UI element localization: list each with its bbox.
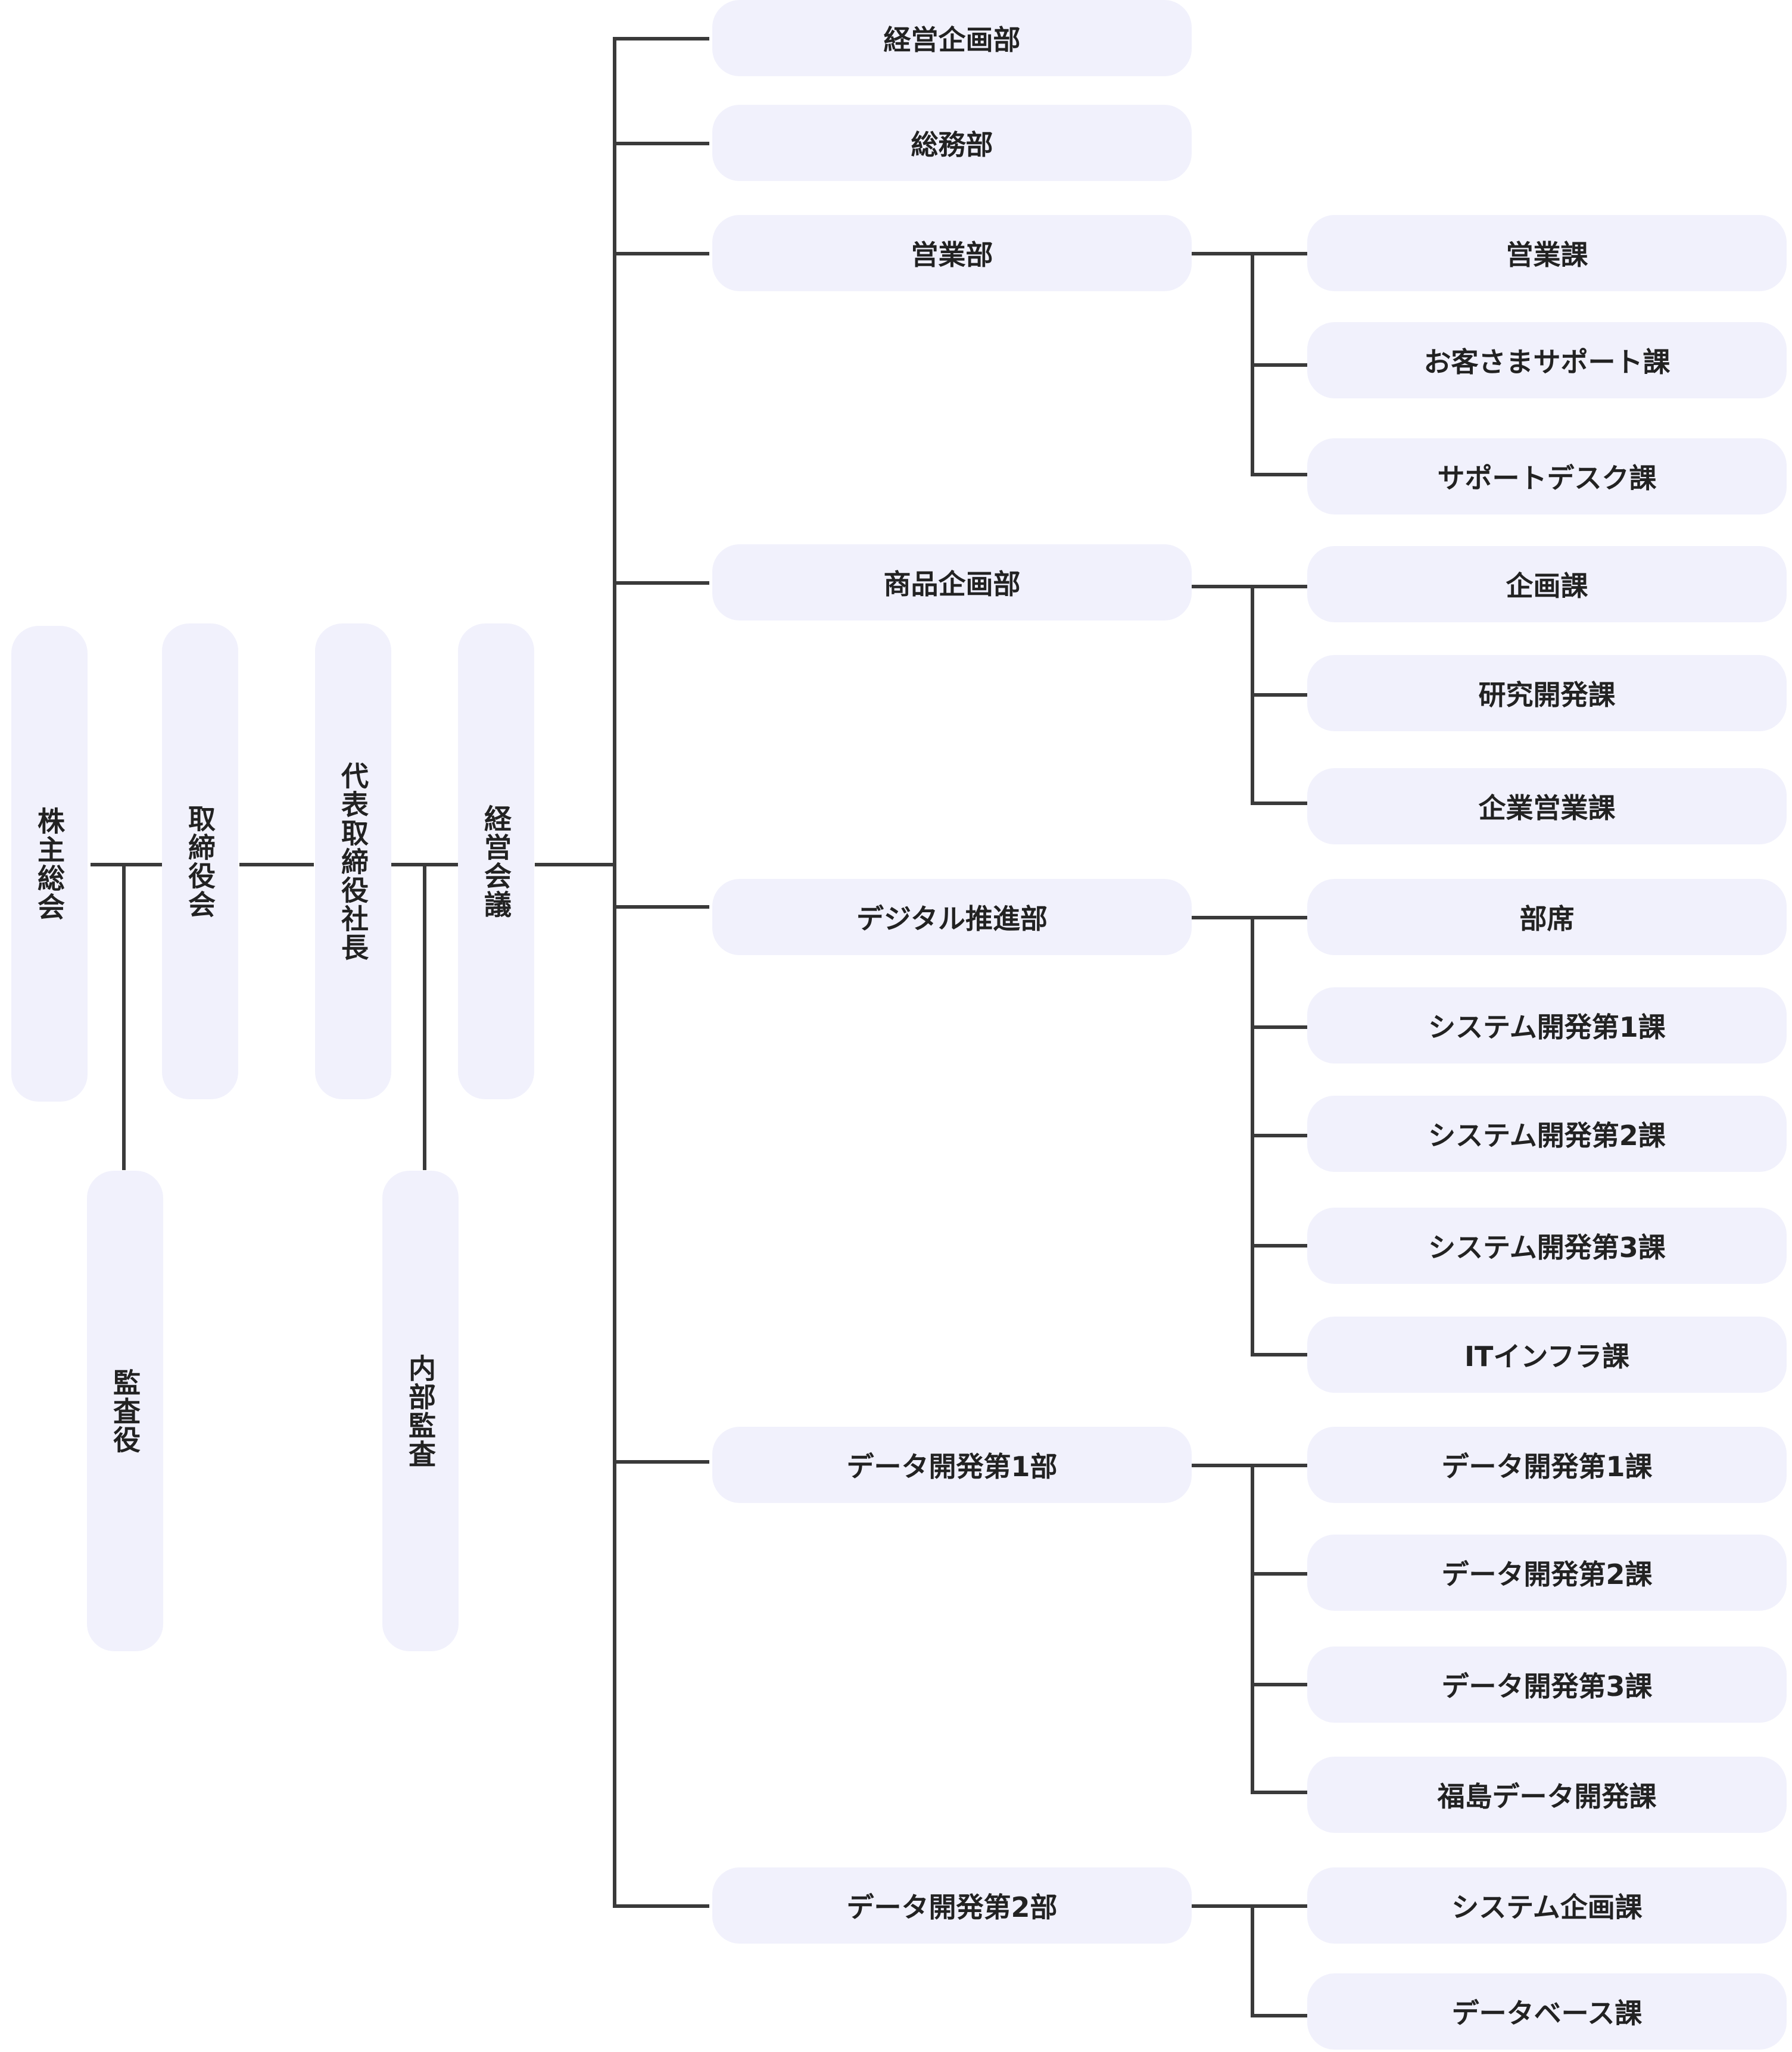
node-label: 株主総会	[33, 806, 66, 921]
connector-line	[1251, 252, 1307, 255]
department-node: 総務部	[712, 105, 1192, 181]
section-label: システム開発第1課	[1428, 1011, 1666, 1043]
section-label: サポートデスク課	[1437, 462, 1657, 494]
connector-line	[1251, 473, 1307, 476]
node-label: 監査役	[109, 1368, 141, 1454]
section-label: 企業営業課	[1478, 792, 1616, 824]
connector-line	[91, 863, 162, 866]
section-node: 企業営業課	[1307, 768, 1787, 844]
department-node: データ開発第2部	[712, 1867, 1192, 1944]
connector-line	[1251, 363, 1307, 367]
node-auditor: 監査役	[87, 1171, 163, 1651]
section-label: 営業課	[1506, 239, 1588, 271]
node-board: 取締役会	[162, 623, 238, 1099]
connector-line	[1251, 1134, 1307, 1137]
section-node: データ開発第1課	[1307, 1427, 1787, 1503]
connector-line	[1192, 585, 1252, 588]
connector-line	[1251, 585, 1307, 588]
connector-line	[613, 581, 709, 585]
section-node: サポートデスク課	[1307, 438, 1787, 514]
section-label: ITインフラ課	[1464, 1340, 1630, 1373]
section-node: お客さまサポート課	[1307, 322, 1787, 398]
section-label: データ開発第3課	[1441, 1670, 1653, 1702]
node-management-meeting: 経営会議	[458, 623, 534, 1099]
node-ceo: 代表取締役社長	[315, 623, 391, 1099]
connector-line	[1251, 693, 1307, 697]
connector-line	[1251, 802, 1307, 805]
connector-line	[1251, 1791, 1307, 1794]
connector-line	[1251, 2014, 1307, 2017]
section-label: 部席	[1519, 903, 1575, 935]
department-label: 営業部	[911, 239, 993, 271]
department-node: デジタル推進部	[712, 879, 1192, 955]
section-node: 部席	[1307, 879, 1787, 955]
section-label: データベース課	[1451, 1997, 1643, 2029]
connector-line	[613, 37, 709, 40]
connector-line	[1251, 1683, 1307, 1686]
node-label: 経営会議	[480, 804, 512, 919]
department-label: デジタル推進部	[856, 903, 1048, 935]
connector-line	[1251, 1904, 1307, 1908]
node-label: 内部監査	[404, 1354, 437, 1468]
node-shareholders-meeting: 株主総会	[11, 626, 88, 1102]
section-label: データ開発第2課	[1441, 1558, 1653, 1591]
section-node: 営業課	[1307, 215, 1787, 291]
department-label: データ開発第2部	[846, 1891, 1058, 1923]
connector-line	[1251, 916, 1307, 919]
department-label: データ開発第1部	[846, 1451, 1058, 1483]
connector-line	[423, 863, 426, 1170]
section-label: データ開発第1課	[1441, 1451, 1653, 1483]
connector-line	[239, 863, 314, 866]
connector-line	[613, 252, 709, 255]
connector-line	[1251, 1464, 1254, 1794]
connector-line	[1192, 1464, 1252, 1467]
section-label: お客さまサポート課	[1423, 346, 1671, 378]
connector-line	[1251, 1464, 1307, 1467]
connector-line	[1251, 1904, 1254, 2017]
section-node: システム開発第2課	[1307, 1096, 1787, 1172]
section-node: システム企画課	[1307, 1867, 1787, 1944]
department-label: 総務部	[911, 129, 993, 161]
connector-line	[535, 863, 615, 866]
connector-line	[613, 905, 709, 909]
department-node: データ開発第1部	[712, 1427, 1192, 1503]
section-node: 企画課	[1307, 546, 1787, 622]
connector-line	[1251, 1025, 1307, 1029]
node-internal-audit: 内部監査	[382, 1171, 459, 1651]
connector-line	[1192, 1904, 1252, 1908]
section-label: システム開発第3課	[1428, 1231, 1666, 1264]
section-node: ITインフラ課	[1307, 1317, 1787, 1393]
section-node: 福島データ開発課	[1307, 1757, 1787, 1833]
section-node: データベース課	[1307, 1973, 1787, 2050]
department-node: 営業部	[712, 215, 1192, 291]
section-node: システム開発第1課	[1307, 987, 1787, 1064]
department-label: 経営企画部	[883, 24, 1021, 56]
connector-line	[1251, 1353, 1307, 1356]
section-label: 企画課	[1506, 570, 1588, 602]
connector-line	[613, 1460, 709, 1464]
section-node: 研究開発課	[1307, 655, 1787, 731]
connector-line	[613, 1904, 709, 1908]
connector-line	[613, 142, 709, 145]
connector-line	[1192, 916, 1252, 919]
node-label: 代表取締役社長	[337, 761, 369, 962]
section-label: システム企画課	[1451, 1891, 1643, 1923]
connector-line	[1192, 252, 1252, 255]
connector-line	[613, 37, 616, 1908]
section-node: データ開発第3課	[1307, 1646, 1787, 1723]
section-label: 福島データ開発課	[1437, 1780, 1657, 1813]
section-label: システム開発第2課	[1428, 1119, 1666, 1152]
section-node: データ開発第2課	[1307, 1535, 1787, 1611]
section-label: 研究開発課	[1478, 679, 1616, 711]
connector-line	[122, 863, 126, 1170]
node-label: 取締役会	[184, 804, 216, 919]
connector-line	[1251, 1244, 1307, 1248]
department-node: 商品企画部	[712, 544, 1192, 620]
department-label: 商品企画部	[883, 568, 1021, 600]
department-node: 経営企画部	[712, 0, 1192, 76]
section-node: システム開発第3課	[1307, 1208, 1787, 1284]
connector-line	[1251, 1572, 1307, 1576]
